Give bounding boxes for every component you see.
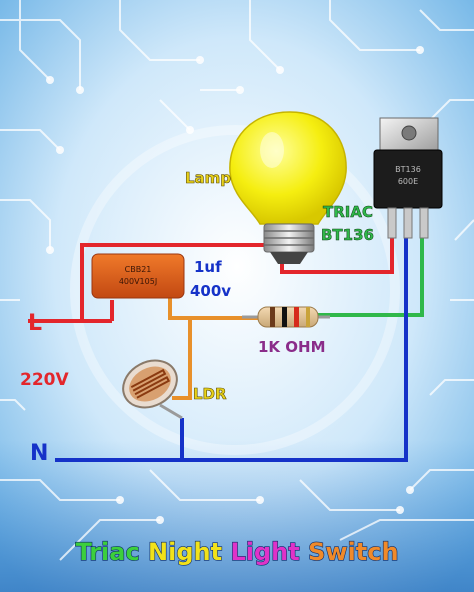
background-circuit-traces bbox=[0, 0, 474, 560]
ldr-lead bbox=[159, 403, 183, 420]
resistor-1k bbox=[242, 306, 330, 328]
title-word-night: Night bbox=[148, 538, 222, 566]
label-capacitance: 1uf bbox=[194, 258, 222, 276]
label-triac: TRIAC bbox=[323, 203, 373, 221]
page-title: Triac Night Light Switch bbox=[75, 538, 398, 566]
wire-orange-ldr bbox=[172, 318, 192, 400]
label-ldr: LDR bbox=[193, 385, 227, 403]
label-line: L bbox=[28, 311, 42, 336]
capacitor-print-line2: 400V105J bbox=[119, 277, 157, 286]
label-triac-model: BT136 bbox=[321, 226, 374, 244]
triac-print-line2: 600E bbox=[398, 177, 418, 186]
label-neutral: N bbox=[30, 441, 48, 466]
background-trace-nodes bbox=[46, 46, 434, 524]
triac-print-line1: BT136 bbox=[395, 165, 421, 174]
watermark-ring bbox=[70, 125, 400, 455]
wire-orange-cap-resistor bbox=[168, 296, 258, 320]
wire-blue-neutral bbox=[55, 238, 408, 462]
ldr-photoresistor bbox=[122, 359, 178, 409]
background-fade bbox=[0, 440, 474, 592]
label-voltage: 220V bbox=[20, 370, 69, 390]
capacitor-1uf: CBB21 400V105J bbox=[91, 253, 185, 299]
capacitor-print-line1: CBB21 bbox=[125, 265, 152, 274]
label-lamp: Lamp bbox=[185, 169, 231, 187]
title-word-light: Light bbox=[230, 538, 299, 566]
label-resistor: 1K OHM bbox=[258, 338, 326, 356]
wire-green-gate bbox=[318, 238, 424, 317]
title-word-triac: Triac bbox=[75, 538, 139, 566]
label-cap-voltage: 400v bbox=[190, 282, 231, 300]
lamp-bulb bbox=[229, 111, 347, 264]
triac-bt136: BT136 600E bbox=[373, 117, 443, 239]
title-word-switch: Switch bbox=[308, 538, 398, 566]
